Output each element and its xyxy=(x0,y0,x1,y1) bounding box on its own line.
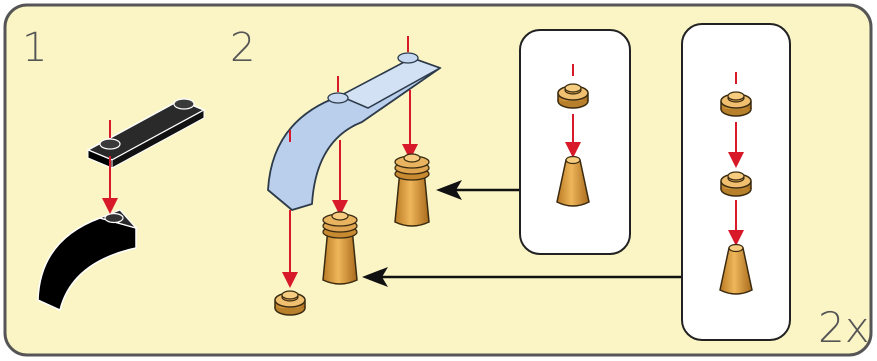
step-number-2: 2 xyxy=(230,25,256,71)
subassembly-box-1 xyxy=(519,29,631,255)
gold-stack-left xyxy=(322,211,358,285)
quantity-multiplier: 2x xyxy=(818,303,870,352)
box2-round-plate-middle xyxy=(720,171,752,197)
gold-stack-right xyxy=(394,153,430,227)
instruction-frame xyxy=(3,3,873,357)
box2-round-plate-top xyxy=(720,91,752,117)
light-blue-curved-slope-brick xyxy=(267,52,442,211)
step-number-1: 1 xyxy=(22,25,48,71)
box1-round-plate xyxy=(557,83,589,109)
black-plate-brick xyxy=(86,98,206,169)
gold-round-plate xyxy=(274,290,306,316)
